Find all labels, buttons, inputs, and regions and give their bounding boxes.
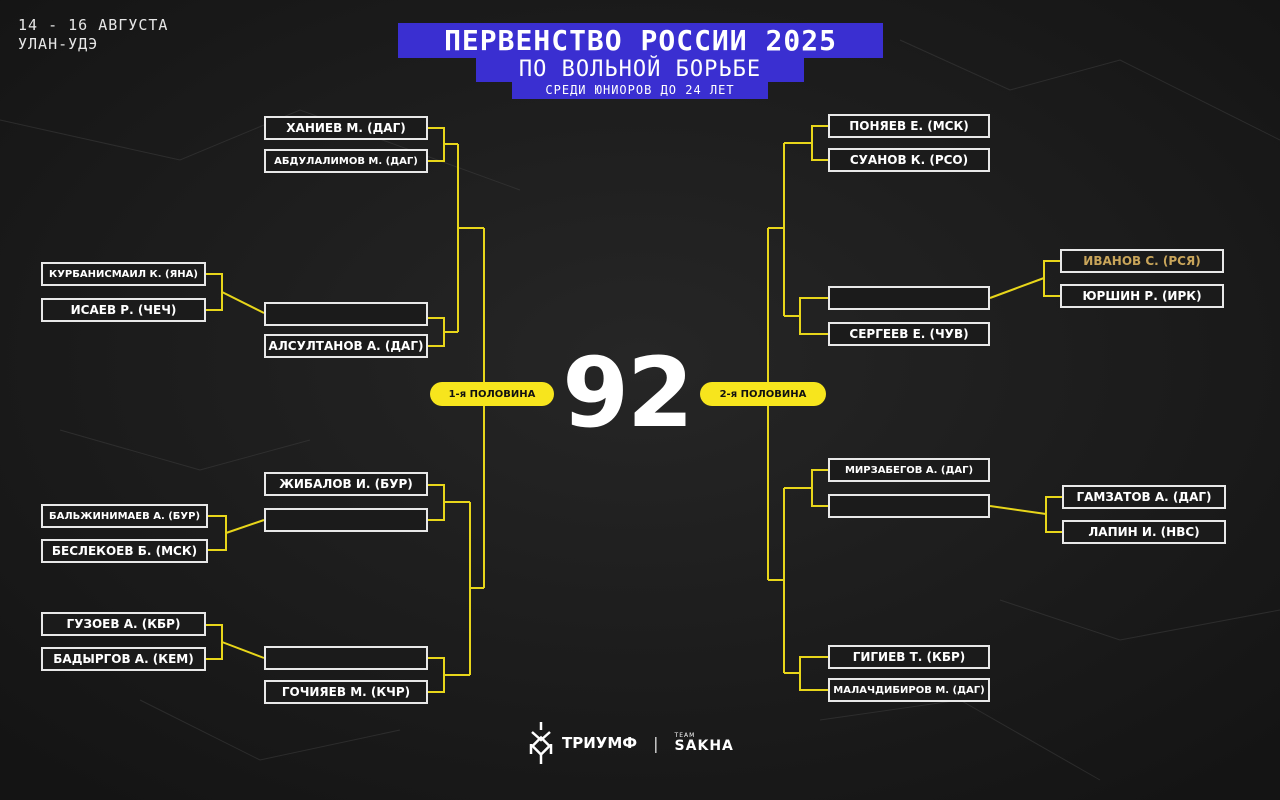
right-qual-1: ИВАНОВ С. (РСЯ) — [1060, 249, 1224, 273]
event-date: 14 - 16 АВГУСТА — [18, 16, 169, 34]
left-wrestler-4: АЛСУЛТАНОВ А. (ДАГ) — [264, 334, 428, 358]
weight-category: 92 — [562, 337, 694, 449]
right-qual-3: ГАМЗАТОВ А. (ДАГ) — [1062, 485, 1226, 509]
triumf-logo-icon — [529, 722, 553, 764]
left-wrestler-1: ХАНИЕВ М. (ДАГ) — [264, 116, 428, 140]
left-wrestler-5: ЖИБАЛОВ И. (БУР) — [264, 472, 428, 496]
event-date-location: 14 - 16 АВГУСТА УЛАН-УДЭ — [18, 16, 168, 54]
right-wrestler-3 — [828, 286, 990, 310]
left-wrestler-2: АБДУЛАЛИМОВ М. (ДАГ) — [264, 149, 428, 173]
right-wrestler-1: ПОНЯЕВ Е. (МСК) — [828, 114, 990, 138]
team-small-label: TEAM — [674, 732, 696, 739]
right-qual-4: ЛАПИН И. (НВС) — [1062, 520, 1226, 544]
brand-name: ТРИУМФ — [562, 734, 638, 752]
half-2-label: 2-я ПОЛОВИНА — [700, 382, 826, 406]
left-qual-1: КУРБАНИСМАИЛ К. (ЯНА) — [41, 262, 206, 286]
half-1-label: 1-я ПОЛОВИНА — [430, 382, 554, 406]
right-wrestler-4: СЕРГЕЕВ Е. (ЧУВ) — [828, 322, 990, 346]
right-wrestler-6 — [828, 494, 990, 518]
right-wrestler-2: СУАНОВ К. (РСО) — [828, 148, 990, 172]
left-qual-3: БАЛЬЖИНИМАЕВ А. (БУР) — [41, 504, 208, 528]
event-city: УЛАН-УДЭ — [18, 35, 99, 53]
left-wrestler-8: ГОЧИЯЕВ М. (КЧР) — [264, 680, 428, 704]
left-qual-6: БАДЫРГОВ А. (КЕМ) — [41, 647, 206, 671]
footer-logos: ТРИУМФ | TEAM SAKHA — [528, 718, 734, 768]
team-name: SAKHA — [674, 738, 734, 754]
left-qual-2: ИСАЕВ Р. (ЧЕЧ) — [41, 298, 206, 322]
left-wrestler-3 — [264, 302, 428, 326]
left-wrestler-6 — [264, 508, 428, 532]
brand-separator: | — [653, 733, 659, 753]
right-wrestler-5: МИРЗАБЕГОВ А. (ДАГ) — [828, 458, 990, 482]
team-logo: TEAM SAKHA — [674, 732, 734, 754]
right-wrestler-7: ГИГИЕВ Т. (КБР) — [828, 645, 990, 669]
page-title: ПЕРВЕНСТВО РОССИИ 2025 — [398, 23, 883, 58]
left-qual-5: ГУЗОЕВ А. (КБР) — [41, 612, 206, 636]
right-qual-2: ЮРШИН Р. (ИРК) — [1060, 284, 1224, 308]
page-caption: СРЕДИ ЮНИОРОВ ДО 24 ЛЕТ — [512, 81, 768, 99]
left-qual-4: БЕСЛЕКОЕВ Б. (МСК) — [41, 539, 208, 563]
right-wrestler-8: МАЛАЧДИБИРОВ М. (ДАГ) — [828, 678, 990, 702]
page-subtitle: ПО ВОЛЬНОЙ БОРЬБЕ — [476, 56, 804, 82]
left-wrestler-7 — [264, 646, 428, 670]
